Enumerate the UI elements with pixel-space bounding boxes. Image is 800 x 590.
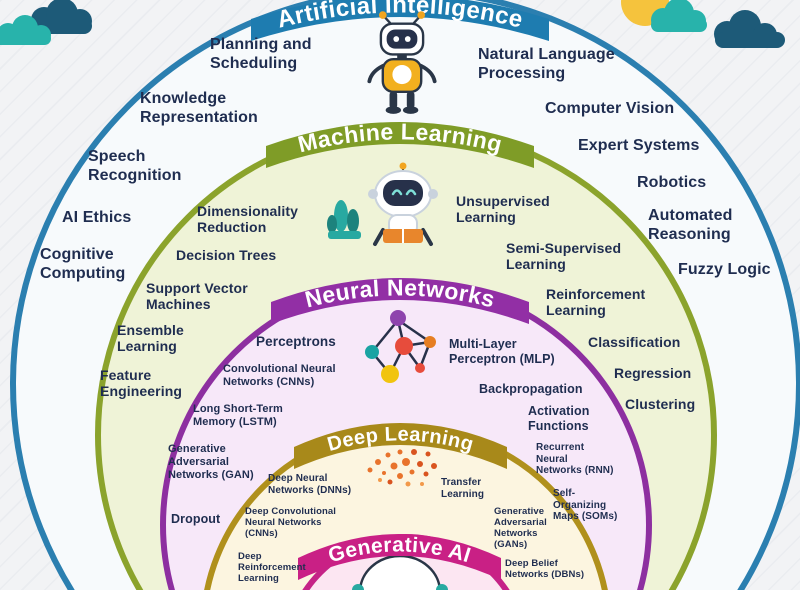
dl-item-generative-adversarial-networks: Generative Adversarial Networks (GANs) xyxy=(494,506,547,551)
dots-cluster-icon xyxy=(360,440,444,497)
dl-item-deep-belief-networks: Deep Belief Networks (DBNs) xyxy=(505,558,585,581)
nn-item-generative-adversarial-networks: Generative Adversarial Networks (GAN) xyxy=(168,443,254,481)
ai-item-planning-and-scheduling: Planning and Scheduling xyxy=(210,36,312,72)
banner-machine-learning: Machine Learning xyxy=(260,116,540,179)
cloud-icon-dark xyxy=(714,10,785,48)
nn-item-activation-functions: Activation Functions xyxy=(528,404,590,433)
robot-reading-icon xyxy=(325,160,455,257)
ml-item-clustering: Clustering xyxy=(625,396,696,412)
ai-item-computer-vision: Computer Vision xyxy=(545,100,675,117)
ml-item-dimensionality-reduction: Dimensionality Reduction xyxy=(197,203,298,236)
ai-item-cognitive-computing: Cognitive Computing xyxy=(40,246,126,282)
ml-item-ensemble-learning: Ensemble Learning xyxy=(117,322,184,355)
robot-head-peek-icon xyxy=(352,554,448,590)
neural-network-nodes-icon xyxy=(352,306,444,399)
ml-item-regression: Regression xyxy=(614,365,692,381)
ai-item-speech-recognition: Speech Recognition xyxy=(88,148,182,184)
ai-item-natural-language-processing: Natural Language Processing xyxy=(478,46,615,82)
ml-item-classification: Classification xyxy=(588,334,681,350)
robot-standing-icon xyxy=(354,10,450,123)
nn-item-self-organizing-maps: Self-Organizing Maps (SOMs) xyxy=(553,488,618,523)
ml-item-unsupervised-learning: Unsupervised Learning xyxy=(456,193,550,226)
ai-item-ai-ethics: AI Ethics xyxy=(62,209,132,226)
dl-item-deep-reinforcement-learning: Deep Reinforcement Learning xyxy=(238,551,306,585)
ml-item-decision-trees: Decision Trees xyxy=(176,247,277,263)
banner-neural-networks: Neural Networks xyxy=(265,272,535,335)
ml-item-support-vector-machines: Support Vector Machines xyxy=(146,280,248,313)
cloud-icon-teal xyxy=(0,15,51,45)
ai-item-robotics: Robotics xyxy=(637,174,707,191)
plant-icon xyxy=(327,200,361,239)
nn-item-perceptrons: Perceptrons xyxy=(256,334,336,349)
ml-item-semi-supervised-learning: Semi-Supervised Learning xyxy=(506,240,622,273)
dl-item-deep-neural-networks: Deep Neural Networks (DNNs) xyxy=(268,473,352,496)
nn-item-convolutional-neural-networks: Convolutional Neural Networks (CNNs) xyxy=(223,363,336,388)
ai-item-automated-reasoning: Automated Reasoning xyxy=(648,207,733,243)
nn-item-long-short-term-memory: Long Short-Term Memory (LSTM) xyxy=(193,403,283,428)
ai-item-fuzzy-logic: Fuzzy Logic xyxy=(678,261,771,278)
nn-item-recurrent-neural-networks: Recurrent Neural Networks (RNN) xyxy=(536,442,614,477)
dl-item-transfer-learning: Transfer Learning xyxy=(441,477,485,500)
nn-item-dropout: Dropout xyxy=(171,512,221,526)
ai-item-expert-systems: Expert Systems xyxy=(578,137,700,154)
svg-text:Machine Learning: Machine Learning xyxy=(295,118,505,157)
ai-item-knowledge-representation: Knowledge Representation xyxy=(140,90,258,126)
ml-item-reinforcement-learning: Reinforcement Learning xyxy=(546,286,646,319)
nn-item-backpropagation: Backpropagation xyxy=(479,382,583,396)
cloud-icon-teal xyxy=(651,0,707,32)
clouds-top-right xyxy=(615,0,800,65)
dl-item-deep-convolutional-neural-networks: Deep Convolutional Neural Networks (CNNs… xyxy=(245,506,336,540)
ml-item-feature-engineering: Feature Engineering xyxy=(100,367,182,400)
clouds-top-left xyxy=(0,0,150,61)
banner-artificial-intelligence: Artificial Intelligence xyxy=(245,0,555,52)
nn-item-multi-layer-perceptron: Multi-Layer Perceptron (MLP) xyxy=(449,337,555,366)
